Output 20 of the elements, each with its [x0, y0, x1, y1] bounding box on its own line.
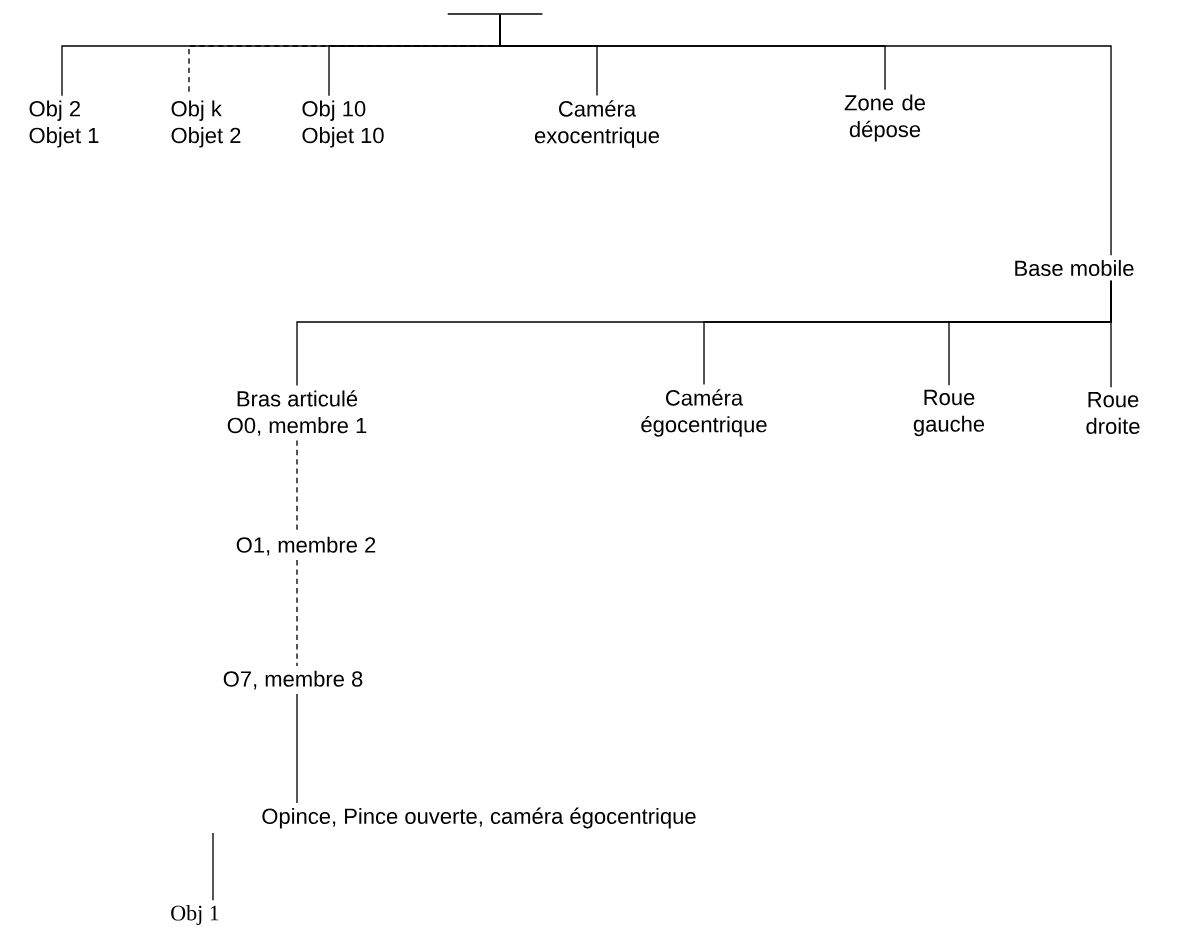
- node-label: Roue gauche: [913, 389, 985, 437]
- node-label: Obj 10 Objet 10: [302, 100, 384, 148]
- node-label: Obj k Objet 2: [171, 100, 241, 148]
- node-label: Obj 2 Objet 1: [29, 100, 99, 148]
- connector: [296, 559, 298, 667]
- node-label: O1, membre 2: [236, 536, 376, 556]
- connector: [296, 693, 298, 804]
- node-label: Obj 1: [171, 905, 219, 925]
- node-label: O7, membre 8: [223, 670, 363, 690]
- node-label: Base mobile: [1015, 259, 1134, 277]
- node-label: Bras articulé O0, membre 1: [227, 390, 367, 436]
- node-label: Roue droite: [1086, 392, 1140, 434]
- connector: [499, 14, 1112, 256]
- node-label: Caméra exocentrique: [534, 100, 659, 148]
- connector: [212, 832, 214, 902]
- node-label: Caméra égocentrique: [641, 389, 767, 437]
- node-label: Zone de dépose: [844, 94, 925, 142]
- connector: [1110, 280, 1112, 388]
- connector: [296, 439, 298, 533]
- node-label: Opince, Pince ouverte, caméra égocentrique: [262, 807, 696, 829]
